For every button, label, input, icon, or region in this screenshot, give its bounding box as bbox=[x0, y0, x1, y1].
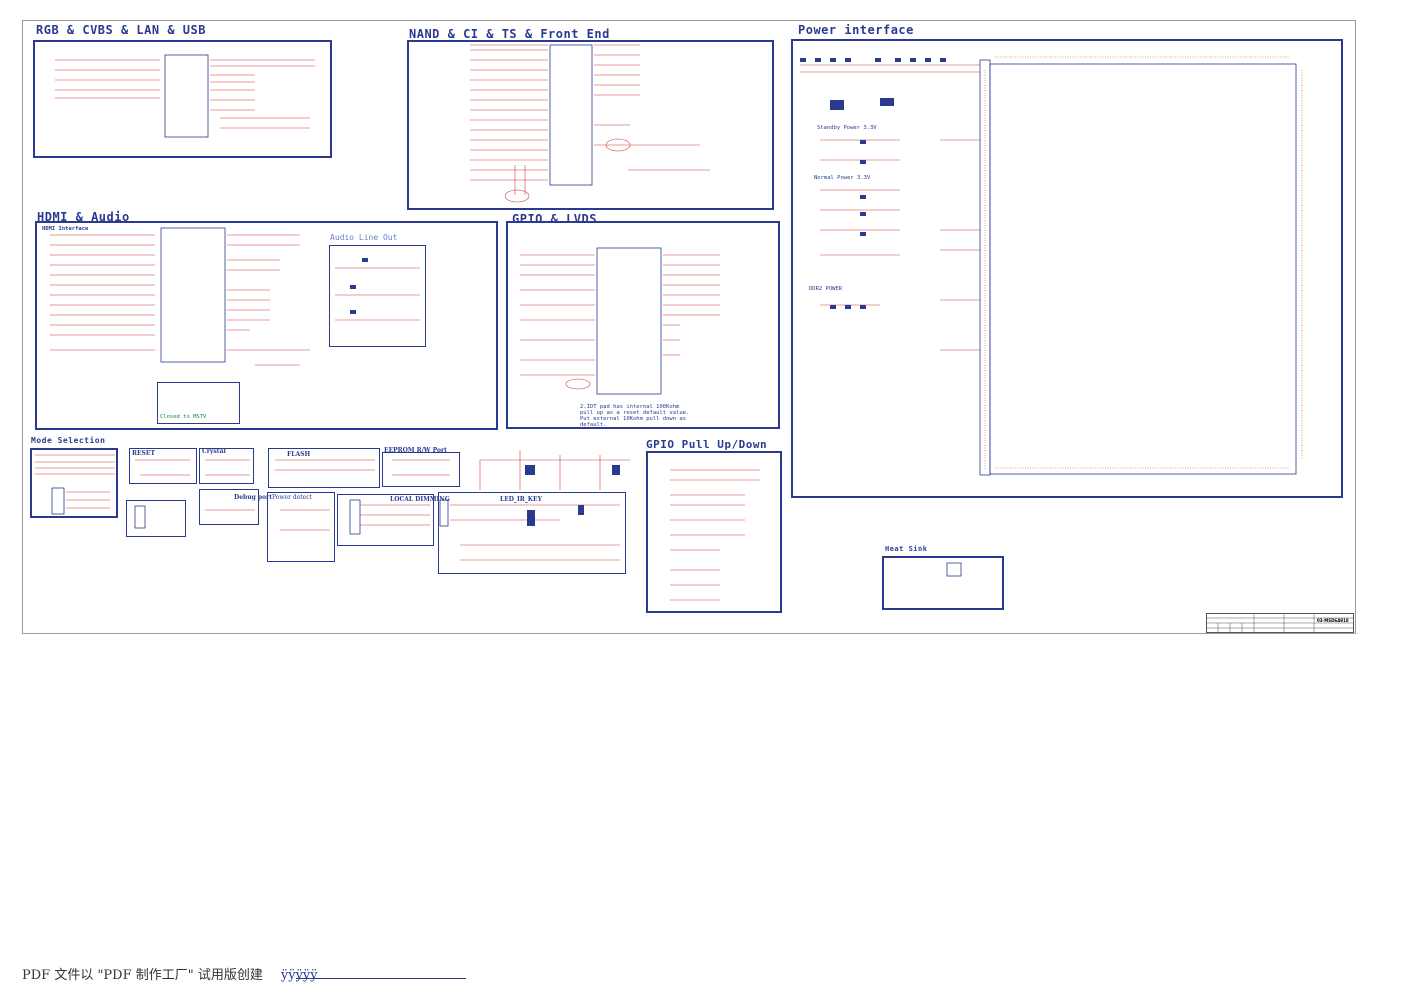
eeprom-label: EEPROM R/W Port bbox=[384, 447, 447, 454]
nand-chip bbox=[549, 44, 593, 186]
section-title-mode: Mode Selection bbox=[31, 436, 106, 445]
misc-box bbox=[126, 500, 186, 537]
led-ir-key-label: LED_IR_KEY bbox=[500, 496, 542, 503]
gpio-block bbox=[506, 221, 780, 429]
debug-box bbox=[199, 489, 259, 525]
flash-box bbox=[268, 448, 380, 488]
section-title-hdmi: HDMI & Audio bbox=[37, 210, 130, 224]
section-title-gpio: GPIO & LVDS bbox=[512, 212, 597, 226]
hdmi-interface-label: HDMI Interface bbox=[42, 226, 89, 232]
power-detect-box bbox=[267, 492, 335, 562]
debug-port-label: Debug port bbox=[234, 494, 272, 501]
standby-power-label: Standby Power 3.3V bbox=[817, 125, 877, 131]
local-dimming-label: LOCAL DIMMING bbox=[390, 496, 450, 503]
mode-block bbox=[30, 448, 118, 518]
footer-text: PDF 文件以 "PDF 制作工厂" 试用版创建 ÿÿÿÿÿ bbox=[22, 964, 318, 983]
normal-power-label: Normal Power 3.3V bbox=[814, 175, 871, 181]
gpio-pull-block bbox=[646, 451, 782, 613]
flash-label: FLASH bbox=[287, 451, 311, 458]
schematic-sheet bbox=[22, 20, 1356, 634]
section-title-heat: Heat Sink bbox=[885, 545, 928, 553]
gpio-chip bbox=[596, 247, 662, 395]
nand-block bbox=[407, 40, 774, 210]
footer-underline bbox=[296, 978, 466, 979]
section-title-rgb: RGB & CVBS & LAN & USB bbox=[36, 23, 206, 37]
eeprom-box bbox=[382, 452, 460, 487]
section-title-gpio-pull: GPIO Pull Up/Down bbox=[646, 438, 768, 451]
crystal-label: Crystal bbox=[202, 448, 226, 455]
closed-to-mstv-box bbox=[157, 382, 240, 424]
section-title-power: Power interface bbox=[798, 23, 914, 37]
heat-block bbox=[882, 556, 1004, 610]
closed-to-mstv-label: Closed to MSTV bbox=[160, 414, 207, 420]
ddr2-power-label: DDR2 POWER bbox=[809, 286, 843, 292]
reset-box bbox=[129, 448, 197, 484]
title-block-part: 03-MSD6A918 bbox=[1317, 618, 1349, 623]
led-ir-key-box bbox=[438, 492, 626, 574]
rgb-chip bbox=[164, 54, 209, 138]
reset-label: RESET bbox=[132, 450, 155, 457]
power-block bbox=[791, 39, 1343, 498]
footer-link[interactable]: ÿÿÿÿÿ bbox=[280, 968, 318, 983]
heat-sink-symbol bbox=[946, 562, 962, 577]
crystal-box bbox=[199, 448, 254, 484]
footer-watermark: PDF 文件以 "PDF 制作工厂" 试用版创建 bbox=[22, 968, 263, 983]
power-detect-label: Power detect bbox=[272, 494, 312, 501]
section-title-nand: NAND & CI & TS & Front End bbox=[409, 27, 610, 41]
title-block: 03-MSD6A918 bbox=[1206, 613, 1354, 633]
rgb-block bbox=[33, 40, 332, 158]
audio-line-out-box bbox=[329, 245, 426, 347]
power-main-chip bbox=[989, 63, 1297, 475]
gpio-pull-note: 2.IDT pad has internal 100Kohm pull up a… bbox=[580, 404, 690, 428]
audio-line-out-label: Audio Line Out bbox=[330, 233, 398, 242]
hdmi-block bbox=[35, 221, 498, 430]
hdmi-chip bbox=[160, 227, 226, 363]
local-dimming-box bbox=[337, 494, 434, 546]
